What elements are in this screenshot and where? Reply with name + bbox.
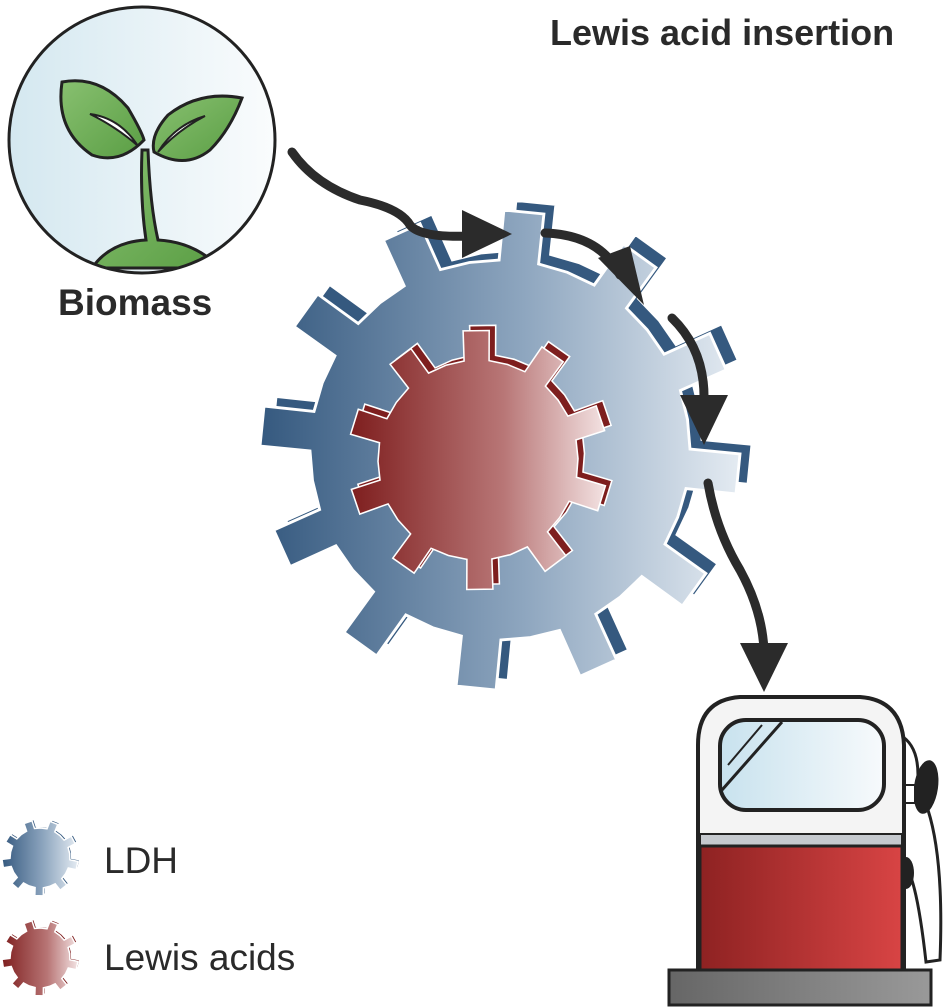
arrow-gear-right — [667, 313, 709, 405]
fuel-pump-icon — [667, 695, 943, 1007]
arrow-gear-to-pump — [703, 478, 769, 655]
biomass-icon — [7, 5, 277, 275]
arrowheads — [462, 210, 788, 692]
gear-face — [1, 919, 79, 997]
lewis-acid-gear-icon — [349, 324, 613, 591]
biomass-label: Biomass — [58, 282, 213, 323]
arrowhead-icon — [598, 246, 644, 305]
arrowhead-icon — [680, 395, 728, 445]
gear-face — [349, 329, 607, 591]
legend-ldh-gear-icon — [1, 818, 81, 897]
legend-label-lewis-acids: Lewis acids — [104, 937, 296, 978]
diagram-title: Lewis acid insertion — [550, 12, 895, 53]
gear-face — [1, 819, 79, 897]
legend-lewis-acid-gear-icon — [1, 918, 81, 997]
arrowhead-icon — [740, 643, 788, 692]
plant-sprout-icon — [59, 79, 245, 270]
legend-label-ldh: LDH — [104, 840, 179, 881]
arrow-biomass-to-gear — [287, 147, 475, 241]
arrowhead-icon — [462, 210, 512, 258]
